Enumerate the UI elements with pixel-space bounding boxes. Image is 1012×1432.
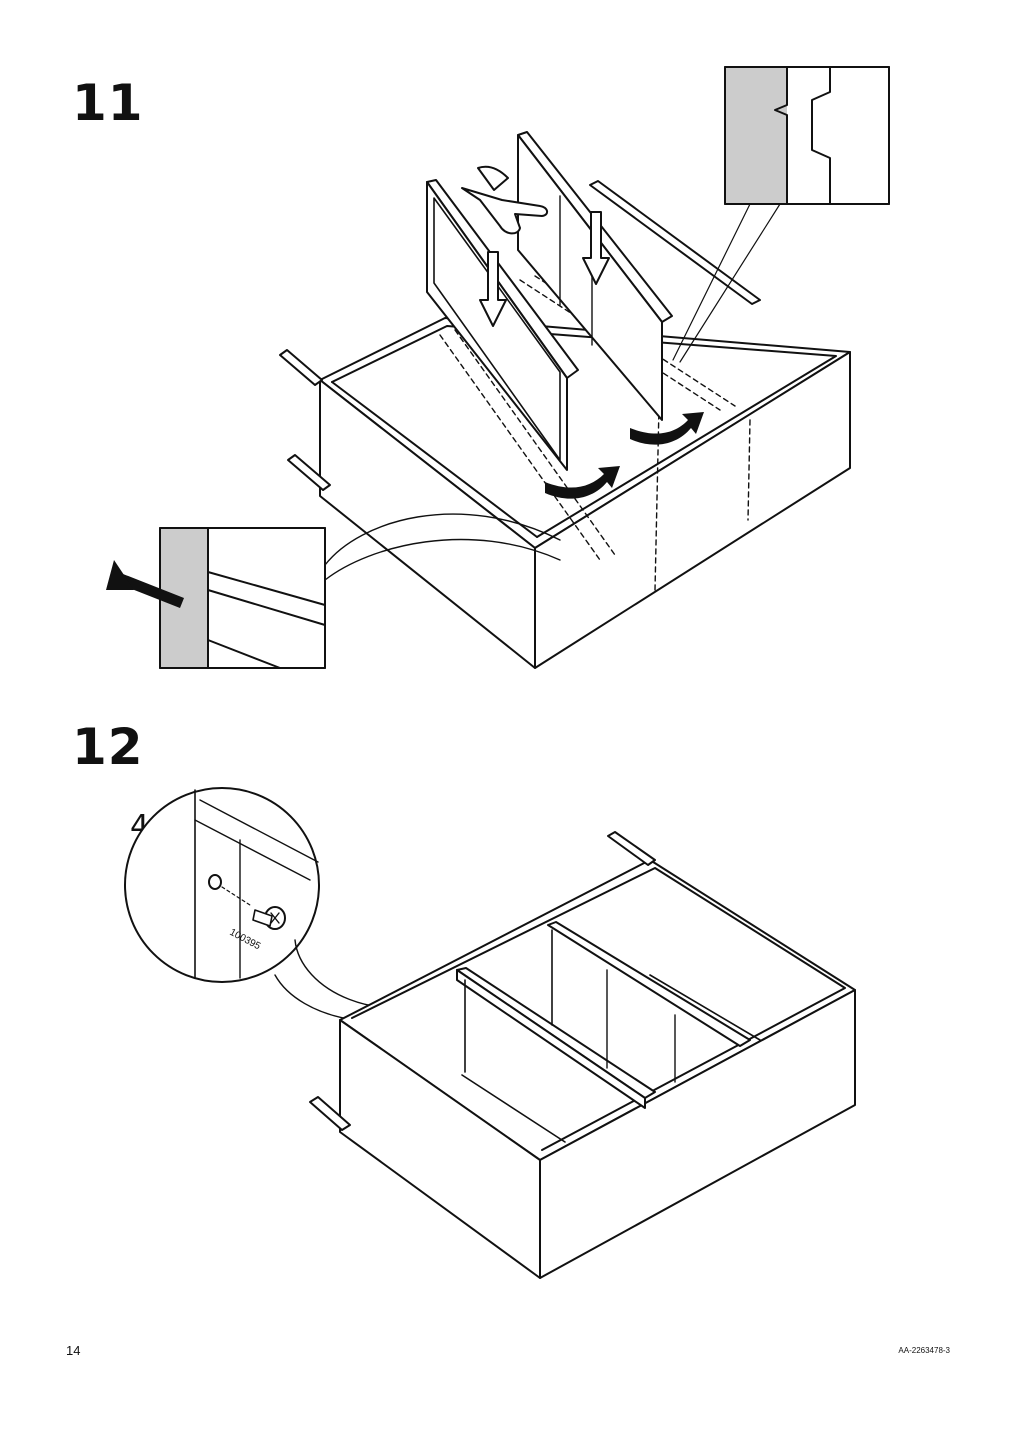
hand-pointer-icon bbox=[461, 165, 548, 235]
detail-callout-top bbox=[672, 66, 890, 363]
down-arrow-icons bbox=[479, 211, 610, 327]
detail-callout-bottom bbox=[106, 513, 561, 669]
rotate-arrow-icons bbox=[545, 412, 704, 499]
quantity-label: 4x bbox=[130, 809, 167, 844]
part-number-label: 100395 bbox=[228, 927, 263, 953]
drawer-box-outline bbox=[319, 317, 851, 669]
divider-panel-front bbox=[426, 179, 579, 471]
step-11-illustration bbox=[106, 66, 890, 669]
document-code: AA-2263478-3 bbox=[898, 1346, 950, 1355]
installed-dividers bbox=[456, 921, 761, 1143]
screw-icon bbox=[252, 906, 286, 930]
callout-curve bbox=[294, 939, 461, 1009]
page-number: 14 bbox=[66, 1343, 81, 1358]
assembled-drawer-box bbox=[309, 831, 856, 1279]
step-number-12: 12 bbox=[72, 718, 144, 776]
step-number-11: 11 bbox=[72, 74, 144, 132]
drawer-rails bbox=[279, 180, 761, 491]
